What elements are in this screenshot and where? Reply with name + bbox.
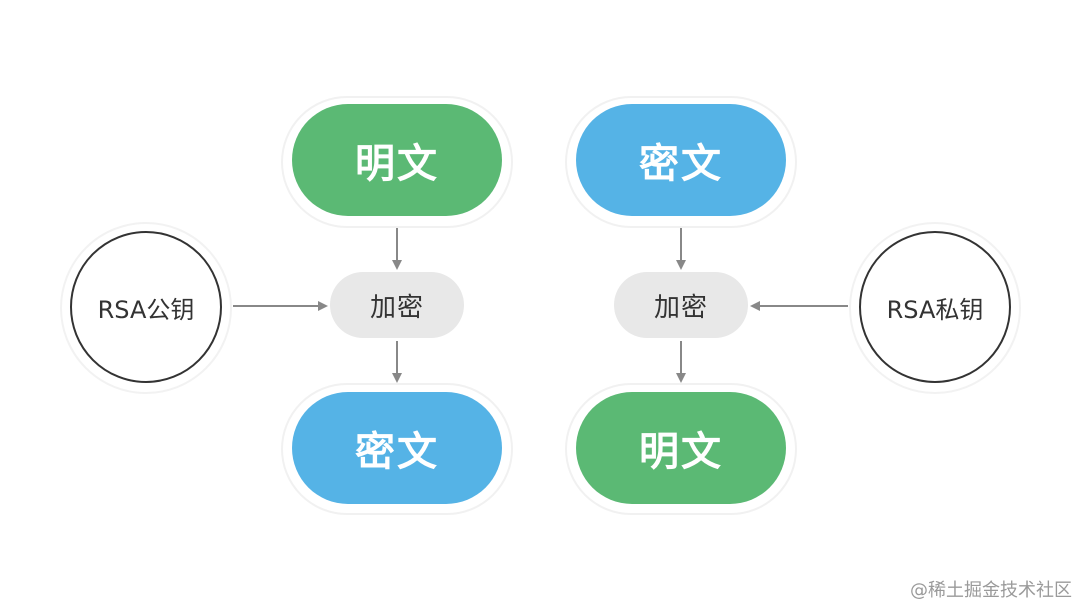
rsa-public-key-node: RSA公钥 xyxy=(70,231,222,383)
key-halo xyxy=(849,222,1021,394)
rsa-private-key-node: RSA私钥 xyxy=(859,231,1011,383)
right-plaintext-node: 明文 xyxy=(576,392,786,504)
left-ciphertext-node: 密文 xyxy=(292,392,502,504)
key-halo xyxy=(60,222,232,394)
left-plaintext-node: 明文 xyxy=(292,104,502,216)
right-ciphertext-node: 密文 xyxy=(576,104,786,216)
watermark: @稀土掘金技术社区 xyxy=(910,580,1072,601)
right-encrypt-node: 加密 xyxy=(614,272,748,338)
left-encrypt-node: 加密 xyxy=(330,272,464,338)
